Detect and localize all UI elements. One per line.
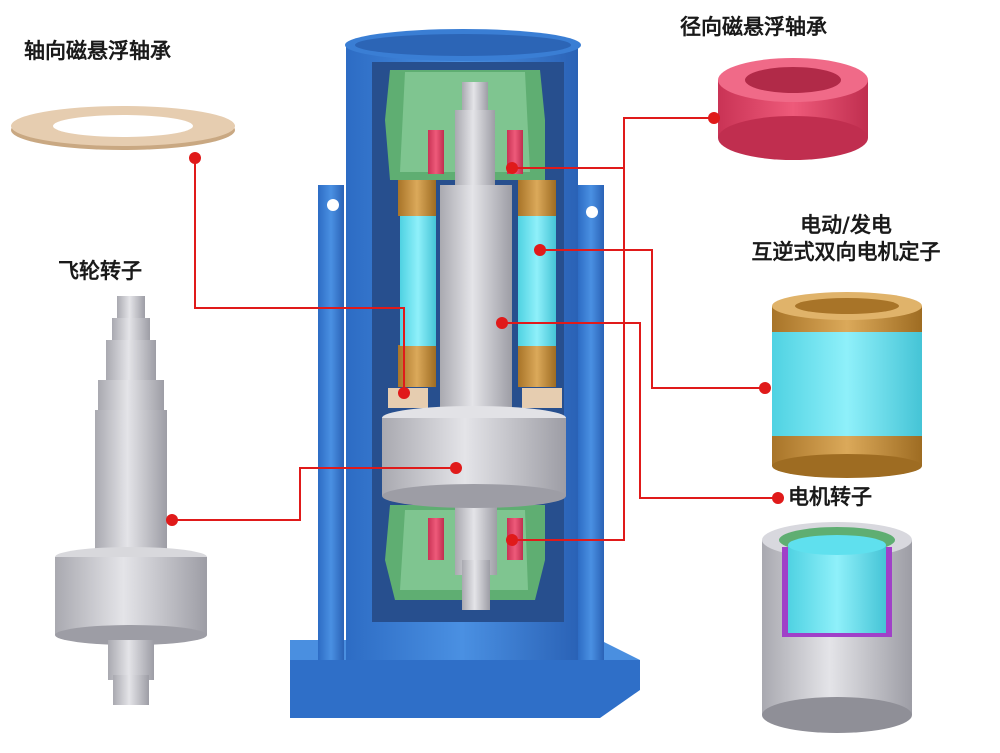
leader-dot: [506, 162, 518, 174]
leader-dot: [772, 492, 784, 504]
leader-radial-bearing: [512, 117, 714, 169]
label-axial-bearing: 轴向磁悬浮轴承: [24, 39, 171, 63]
leader-lines: [172, 117, 778, 541]
leader-dot: [759, 382, 771, 394]
label-flywheel-rotor: 飞轮转子: [58, 259, 142, 283]
leader-dot: [496, 317, 508, 329]
leader-dot: [506, 534, 518, 546]
label-motor-stator: 电动/发电 互逆式双向电机定子: [716, 212, 976, 267]
leader-radial-bearing-lower: [512, 168, 625, 541]
leader-motor-rotor: [502, 322, 778, 499]
leader-dot: [708, 112, 720, 124]
motor-stator-illustration: [772, 292, 922, 478]
leader-dot: [398, 387, 410, 399]
flywheel-rotor-illustration: [55, 296, 207, 705]
leader-axial-bearing: [194, 158, 405, 393]
motor-rotor-illustration: [762, 522, 912, 733]
leader-dot: [166, 514, 178, 526]
leader-dot: [534, 244, 546, 256]
label-motor-stator-line1: 电动/发电: [800, 213, 892, 237]
leader-flywheel-rotor: [172, 467, 456, 521]
label-radial-bearing: 径向磁悬浮轴承: [680, 15, 827, 39]
leader-dot: [189, 152, 201, 164]
leader-motor-stator: [540, 249, 765, 389]
label-motor-rotor: 电机转子: [788, 485, 872, 509]
label-motor-stator-line2: 互逆式双向电机定子: [751, 240, 941, 265]
leader-dot: [450, 462, 462, 474]
radial-bearing-illustration: [718, 58, 868, 160]
flywheel-machine-cutaway: [290, 29, 640, 718]
axial-bearing-illustration: [11, 106, 235, 150]
leader-dots: [166, 112, 784, 546]
